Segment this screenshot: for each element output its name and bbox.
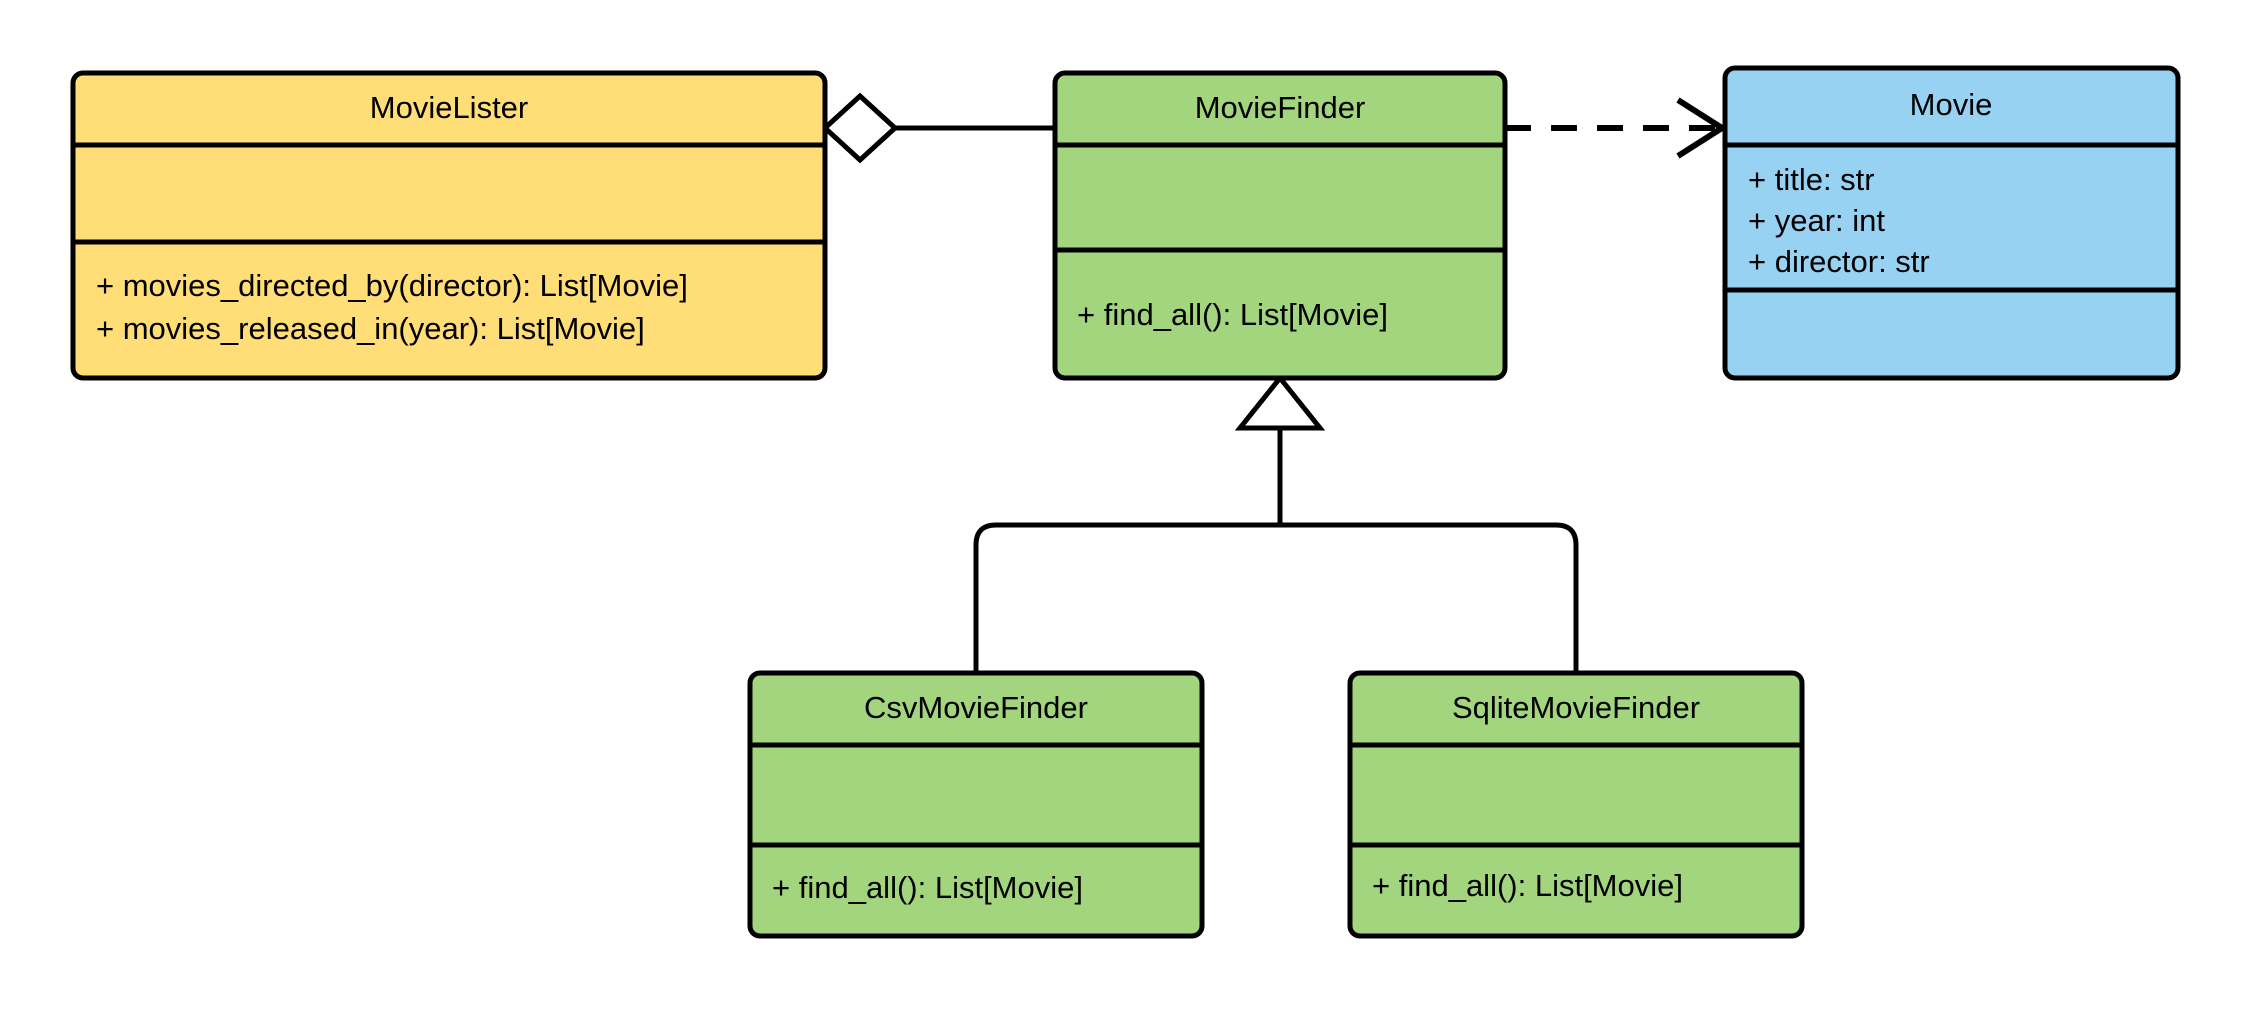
generalization-branch-csv [973, 522, 1280, 673]
movie-lister-method-0: + movies_directed_by(director): List[Mov… [96, 268, 688, 303]
csv-movie-finder-title: CsvMovieFinder [864, 690, 1088, 725]
class-box-movie-lister[interactable]: MovieLister + movies_directed_by(directo… [70, 70, 828, 381]
movie-lister-method-1: + movies_released_in(year): List[Movie] [96, 311, 645, 346]
sqlite-movie-finder-title: SqliteMovieFinder [1452, 690, 1700, 725]
class-box-movie[interactable]: Movie + title: str + year: int + directo… [1722, 65, 2181, 381]
generalization-triangle-icon [1234, 373, 1326, 431]
csv-movie-finder-methods-compartment: + find_all(): List[Movie] [772, 870, 1083, 905]
class-box-csv-movie-finder[interactable]: CsvMovieFinder + find_all(): List[Movie] [747, 670, 1205, 939]
movie-attribute-2: + director: str [1748, 244, 1930, 279]
relationship-finder-depends-movie [1505, 97, 1728, 159]
relationship-lister-aggregates-finder [821, 92, 1055, 164]
movie-title: Movie [1910, 87, 1993, 122]
sqlite-movie-finder-body[interactable] [1347, 670, 1805, 939]
aggregation-diamond-icon [821, 92, 899, 164]
movie-attribute-0: + title: str [1748, 162, 1875, 197]
csv-movie-finder-body[interactable] [747, 670, 1205, 939]
relationship-generalization-tree [973, 373, 1579, 673]
movie-finder-method-0: + find_all(): List[Movie] [1077, 297, 1388, 332]
movie-lister-methods-compartment: + movies_directed_by(director): List[Mov… [96, 268, 688, 346]
class-box-movie-finder[interactable]: MovieFinder + find_all(): List[Movie] [1052, 70, 1508, 381]
generalization-branch-sqlite [1280, 522, 1579, 673]
movie-lister-title: MovieLister [370, 90, 529, 125]
dependency-open-arrow-icon [1676, 97, 1728, 159]
movie-finder-body[interactable] [1052, 70, 1508, 381]
movie-finder-title: MovieFinder [1195, 90, 1366, 125]
sqlite-movie-finder-method-0: + find_all(): List[Movie] [1372, 868, 1683, 903]
class-box-sqlite-movie-finder[interactable]: SqliteMovieFinder + find_all(): List[Mov… [1347, 670, 1805, 939]
movie-attributes-compartment: + title: str + year: int + director: str [1748, 162, 1930, 279]
csv-movie-finder-method-0: + find_all(): List[Movie] [772, 870, 1083, 905]
sqlite-movie-finder-methods-compartment: + find_all(): List[Movie] [1372, 868, 1683, 903]
movie-lister-body[interactable] [70, 70, 828, 381]
movie-attribute-1: + year: int [1748, 203, 1885, 238]
movie-finder-methods-compartment: + find_all(): List[Movie] [1077, 297, 1388, 332]
